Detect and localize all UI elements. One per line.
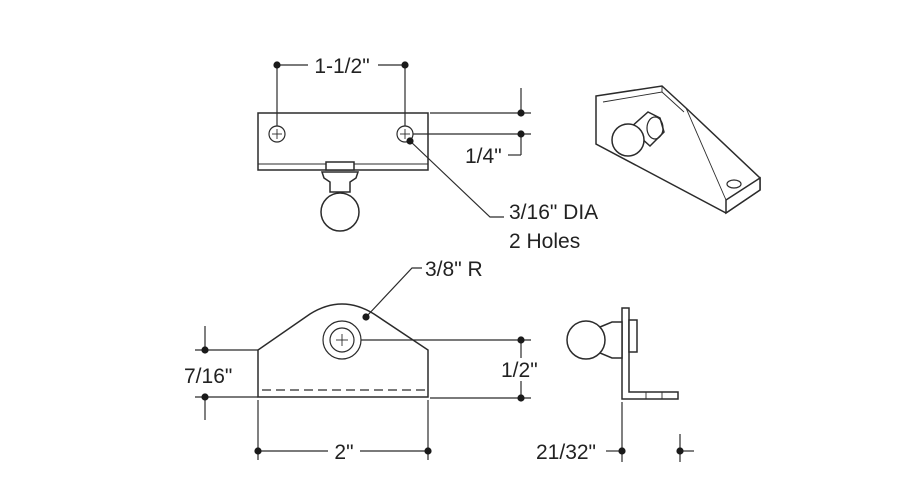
hole-offset-dimension: 1/4" — [413, 88, 531, 168]
side-view-ball — [566, 320, 606, 360]
hole-note-leader: 3/16" DIA 2 Holes — [406, 137, 598, 253]
hole-spacing-label: 1-1/2" — [314, 55, 369, 78]
iso-base-hole — [726, 179, 742, 189]
side-view: 21/32" — [536, 307, 694, 464]
top-view-stud-neck — [320, 171, 360, 193]
side-view-stud-base — [628, 319, 638, 353]
height-dimension: 7/16" — [184, 326, 258, 420]
stud-height-label: 1/2" — [501, 359, 538, 382]
height-label: 7/16" — [184, 365, 232, 388]
front-view: 3/8" R 7/16" 1/2" — [184, 258, 538, 464]
depth-dimension: 21/32" — [536, 402, 694, 464]
isometric-view — [595, 85, 761, 215]
stud-height-dimension: 1/2" — [361, 336, 538, 402]
hole-note-line1: 3/16" DIA — [509, 201, 598, 224]
iso-ball — [611, 123, 645, 157]
radius-label: 3/8" R — [425, 258, 483, 281]
side-view-bracket — [621, 307, 679, 400]
top-view-ball — [320, 192, 360, 232]
hole-spacing-dimension: 1-1/2" — [273, 55, 409, 126]
top-view: 1-1/2" 1/4" 3/16" DIA 2 Holes — [257, 55, 598, 253]
top-view-plate — [257, 112, 429, 171]
top-view-stud-base — [325, 161, 355, 171]
width-dimension: 2" — [254, 400, 432, 464]
front-view-plate — [257, 303, 429, 398]
radius-leader: 3/8" R — [362, 258, 483, 321]
width-label: 2" — [334, 441, 353, 464]
hole-offset-label: 1/4" — [465, 145, 502, 168]
front-view-stud-inner — [329, 327, 355, 353]
hole-note-line2: 2 Holes — [509, 230, 580, 253]
depth-label: 21/32" — [536, 441, 596, 464]
